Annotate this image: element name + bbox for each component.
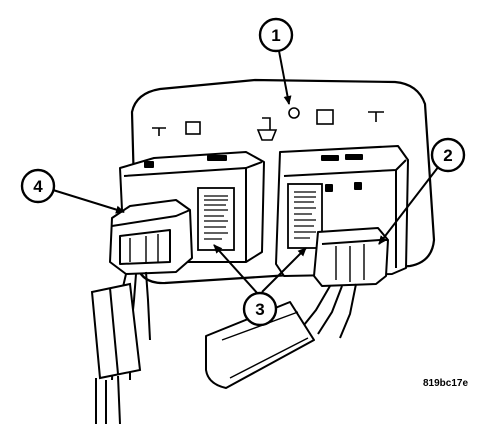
right-wire-connector [313,227,389,287]
right-relay-label [287,183,323,249]
panel-symbols [152,107,384,141]
callout-1: 1 [258,17,294,53]
right-wires [299,283,357,339]
svg-text:2: 2 [443,146,452,165]
svg-text:3: 3 [255,300,264,319]
left-wire-connector [109,199,193,275]
callout-4: 4 [20,168,56,204]
leader-lines [52,50,440,295]
left-relay-label [197,187,235,251]
svg-text:4: 4 [33,177,43,196]
svg-text:1: 1 [271,26,280,45]
left-sleeve [90,282,142,424]
callout-2: 2 [430,137,466,173]
figure-code: 819bc17e [423,378,468,389]
callout-3: 3 [242,291,278,327]
